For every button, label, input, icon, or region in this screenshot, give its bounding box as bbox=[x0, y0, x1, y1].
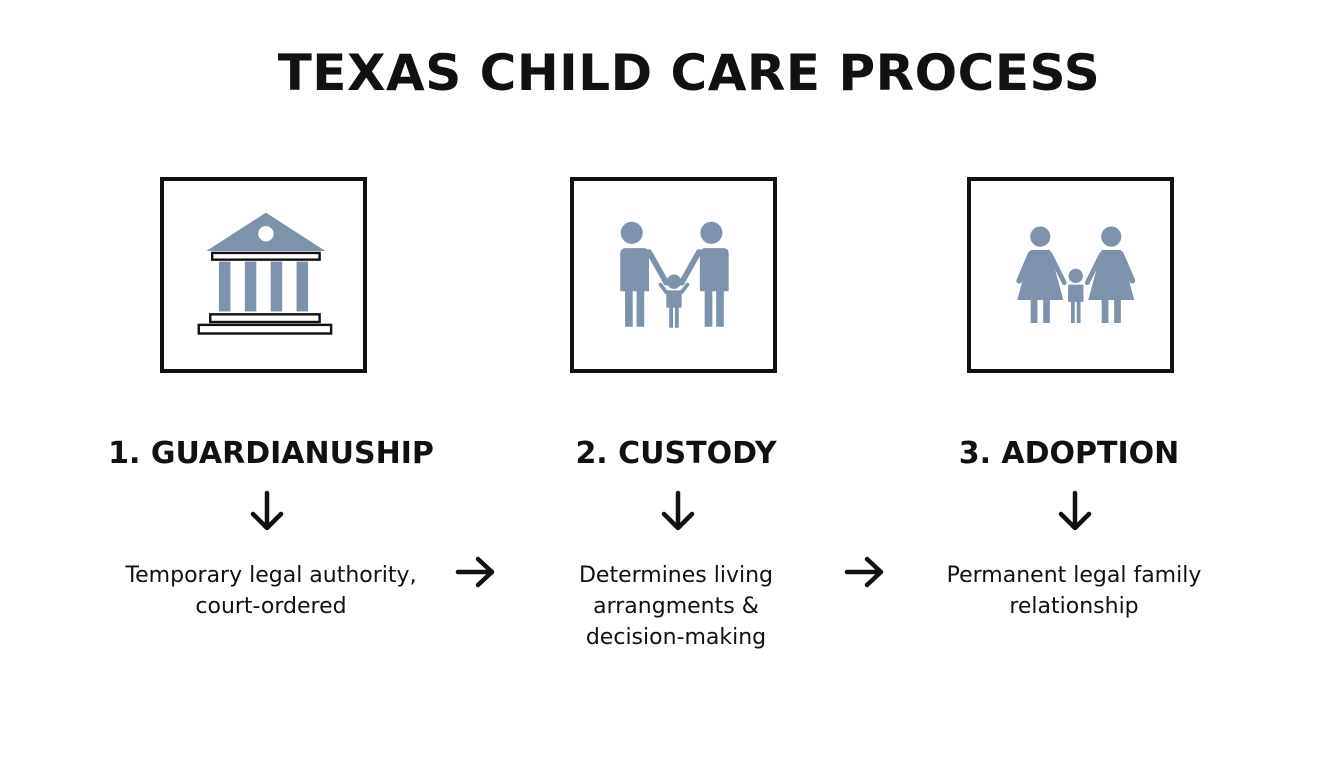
courthouse-icon bbox=[197, 212, 333, 335]
family-two-parents-icon bbox=[619, 221, 729, 328]
step-1-description-line: Temporary legal authority, bbox=[125, 563, 417, 588]
step-2-heading: 2. CUSTODY bbox=[575, 436, 777, 471]
step-2-description-line: decision-making bbox=[585, 625, 767, 650]
arrow-step2-to-step3-icon bbox=[844, 556, 884, 588]
step-1-description: Temporary legal authority, court-ordered bbox=[81, 560, 461, 622]
step-2-icon-box bbox=[570, 177, 777, 373]
family-adoption-icon bbox=[1016, 226, 1136, 323]
diagram-title: TEXAS CHILD CARE PROCESS bbox=[277, 44, 1101, 102]
step-3-description-line: relationship bbox=[1009, 594, 1139, 619]
step-3-icon-box bbox=[967, 177, 1174, 373]
step-2-description: Determines living arrangments & decision… bbox=[486, 560, 866, 653]
step-3-description-line: Permanent legal family bbox=[946, 563, 1202, 588]
step-1-description-line: court-ordered bbox=[195, 594, 347, 619]
step-1-heading: 1. GUARDIANUSHIP bbox=[108, 436, 434, 471]
step-1-down-arrow-icon bbox=[250, 490, 284, 531]
step-2-description-line: arrangments & bbox=[593, 594, 759, 619]
step-2-description-line: Determines living bbox=[578, 563, 774, 588]
step-3-heading: 3. ADOPTION bbox=[958, 436, 1180, 471]
step-2-down-arrow-icon bbox=[661, 490, 695, 531]
step-1-icon-box bbox=[160, 177, 367, 373]
arrow-step1-to-step2-icon bbox=[455, 556, 495, 588]
step-3-down-arrow-icon bbox=[1058, 490, 1092, 531]
step-3-description: Permanent legal family relationship bbox=[884, 560, 1264, 622]
